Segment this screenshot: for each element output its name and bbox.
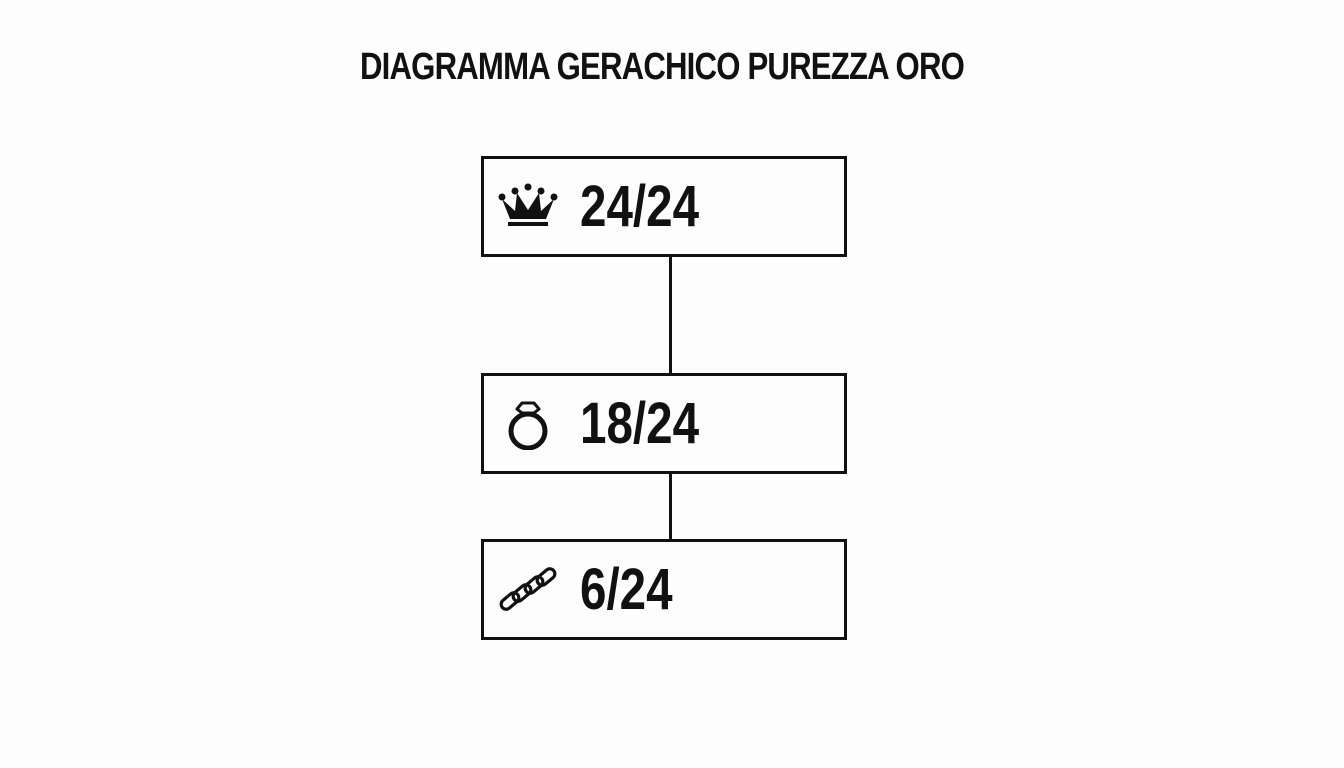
connector-line-middle-bottom [669, 472, 672, 542]
node-24-karat: 24/24 [481, 156, 847, 257]
node-label: 18/24 [580, 391, 700, 456]
node-18-karat: 18/24 [481, 373, 847, 474]
diagram-title: DIAGRAMMA GERACHICO PUREZZA ORO [359, 46, 965, 88]
node-label: 6/24 [580, 557, 673, 622]
node-label: 24/24 [580, 174, 700, 239]
ring-icon [498, 400, 558, 450]
node-6-karat: 6/24 [481, 539, 847, 640]
connector-line-top-middle [669, 256, 672, 375]
crown-icon [498, 183, 558, 233]
chain-icon [498, 566, 558, 616]
